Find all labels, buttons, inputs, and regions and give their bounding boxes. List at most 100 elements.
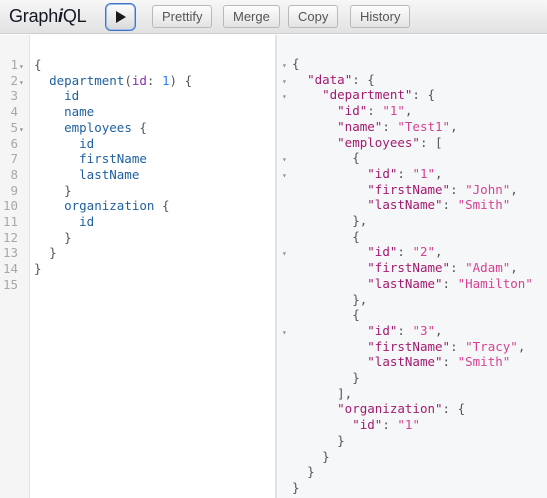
code-token: "3"	[412, 322, 436, 338]
line-number: 4	[10, 104, 18, 120]
query-line: id	[34, 214, 94, 230]
copy-button[interactable]: Copy	[288, 5, 339, 28]
code-token: ,	[510, 260, 518, 276]
fold-toggle-icon[interactable]: ▾	[282, 76, 287, 86]
code-token: ) {	[169, 72, 193, 88]
result-line: "id": "2",	[292, 244, 442, 260]
result-line: {	[292, 150, 360, 166]
code-token: :	[397, 165, 413, 181]
code-token: "employees"	[337, 134, 420, 150]
code-token: "Tracy"	[465, 338, 518, 354]
result-line: "organization": {	[292, 401, 465, 417]
fold-toggle-icon[interactable]: ▾	[282, 155, 287, 165]
code-token	[34, 73, 49, 88]
code-token: department	[49, 72, 125, 88]
code-token: {	[352, 150, 360, 166]
result-line: "id": "1",	[292, 103, 412, 119]
code-token: "id"	[337, 103, 368, 119]
code-token	[34, 104, 64, 119]
code-token	[34, 230, 64, 245]
code-token	[292, 370, 352, 385]
code-token	[34, 120, 64, 135]
line-number: 6	[10, 135, 18, 151]
line-number: 3	[10, 88, 18, 104]
fold-toggle-icon[interactable]: ▾	[282, 61, 287, 70]
line-number: 8	[10, 166, 18, 182]
execute-query-button[interactable]	[105, 3, 136, 31]
code-token: "2"	[412, 244, 436, 260]
line-number: 1	[10, 57, 18, 72]
code-token: :	[382, 417, 398, 433]
code-token: :	[382, 118, 398, 134]
pane-divider[interactable]	[275, 35, 277, 498]
result-line: }	[292, 464, 315, 480]
code-token: :	[442, 354, 458, 370]
result-line: "data": {	[292, 72, 375, 88]
code-token	[292, 449, 322, 464]
code-token	[292, 339, 367, 354]
code-token: ,	[435, 322, 443, 338]
fold-toggle-icon[interactable]: ▾	[282, 327, 287, 337]
code-token: "John"	[465, 181, 511, 197]
merge-button[interactable]: Merge	[223, 5, 280, 28]
code-token: "1"	[412, 165, 436, 181]
result-line: "id": "1",	[292, 165, 442, 182]
code-token: "firstName"	[367, 260, 451, 276]
result-line: "id": "3",	[292, 322, 443, 339]
code-token: firstName	[79, 151, 147, 167]
code-token: "Adam"	[465, 260, 511, 276]
code-token: "Smith"	[457, 197, 511, 213]
code-token: 1	[161, 72, 170, 88]
result-line: "employees": [	[292, 134, 442, 151]
code-token	[34, 167, 79, 182]
code-token	[292, 244, 367, 259]
code-token	[292, 213, 352, 228]
code-token: :	[367, 103, 383, 119]
history-button[interactable]: History	[350, 5, 411, 28]
fold-toggle-icon[interactable]: ▾	[282, 170, 287, 180]
fold-toggle-icon[interactable]: ▾	[19, 77, 24, 87]
code-token: (	[124, 72, 132, 88]
result-line: "name": "Test1",	[292, 118, 458, 135]
fold-toggle-icon[interactable]: ▾	[19, 62, 24, 71]
fold-toggle-icon[interactable]: ▾	[19, 124, 24, 134]
code-token: ,	[517, 338, 526, 354]
code-token: "name"	[337, 118, 383, 134]
code-token: }	[322, 448, 330, 464]
line-number: 15	[2, 276, 18, 292]
graphiql-logo: GraphiQL	[9, 6, 87, 27]
query-line: }	[34, 245, 57, 261]
query-line: organization {	[34, 198, 169, 214]
code-token: }	[352, 370, 360, 385]
code-token: "id"	[352, 417, 383, 433]
code-token	[292, 260, 367, 275]
code-token	[292, 433, 337, 448]
query-line: lastName	[34, 167, 139, 183]
code-token: }	[307, 464, 315, 480]
fold-toggle-icon[interactable]: ▾	[282, 92, 287, 102]
logo-text-italic: i	[58, 6, 63, 26]
code-token: :	[450, 181, 466, 197]
code-token: "department"	[322, 87, 413, 103]
code-token	[292, 354, 367, 369]
result-line: "lastName": "Smith"	[292, 197, 510, 213]
code-token: "Test1"	[397, 118, 451, 134]
code-token: :	[397, 244, 413, 260]
code-token: :	[450, 260, 466, 276]
code-token: id	[79, 214, 95, 229]
code-token	[34, 183, 64, 198]
prettify-button[interactable]: Prettify	[152, 5, 213, 28]
fold-toggle-icon[interactable]: ▾	[282, 249, 287, 259]
result-line: "lastName": "Smith"	[292, 354, 510, 370]
query-line: }	[34, 261, 42, 277]
code-token: ,	[450, 118, 458, 134]
play-icon	[115, 11, 126, 23]
result-line: },	[292, 292, 367, 308]
code-token: "Smith"	[457, 354, 511, 370]
result-line: }	[292, 480, 300, 496]
code-token	[292, 119, 337, 134]
code-token: "lastName"	[367, 354, 443, 370]
code-token: "Hamilton"	[457, 275, 533, 291]
toolbar: GraphiQL Prettify Merge Copy History	[0, 0, 547, 34]
code-token: }	[34, 261, 42, 277]
